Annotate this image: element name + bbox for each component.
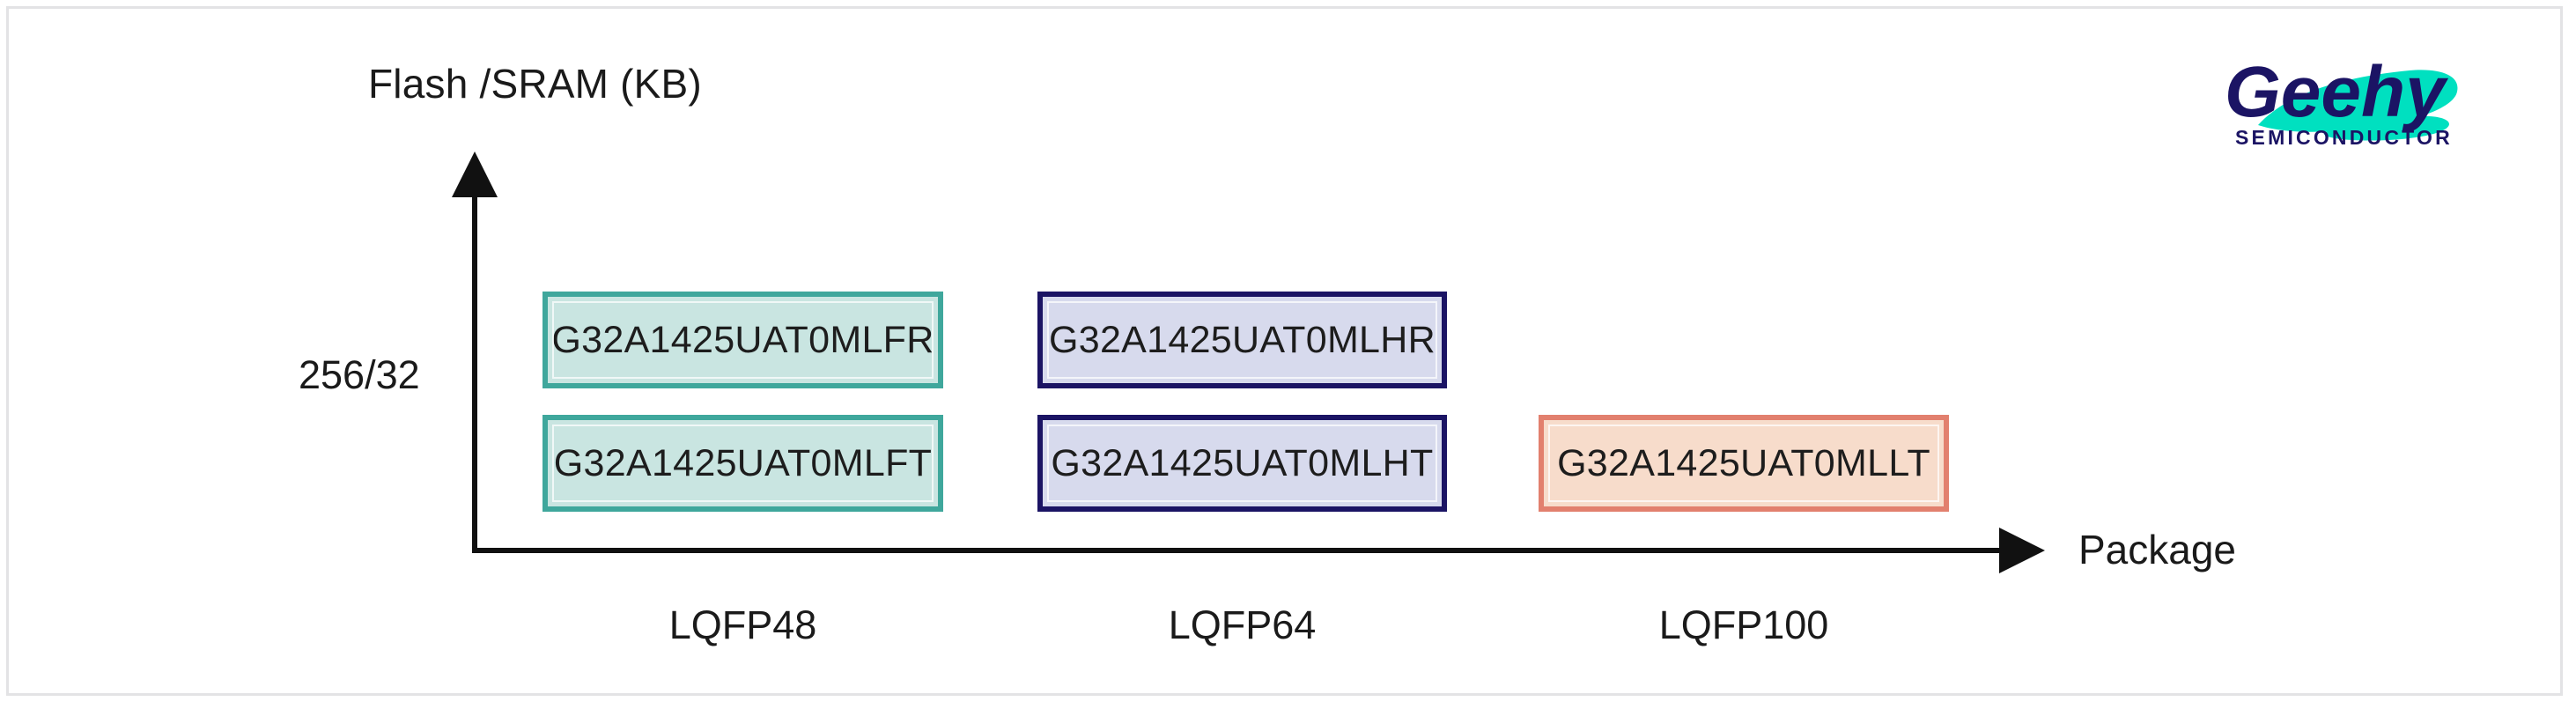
part-number-label: G32A1425UAT0MLHR (1049, 318, 1436, 361)
part-box-lqfp48-top[interactable]: G32A1425UAT0MLFR (543, 292, 943, 388)
y-axis-arrowhead-icon (452, 151, 498, 197)
part-box-lqfp64-top[interactable]: G32A1425UAT0MLHR (1037, 292, 1447, 388)
part-box-lqfp48-bottom[interactable]: G32A1425UAT0MLFT (543, 415, 943, 512)
y-axis-tick-label-256-32: 256/32 (299, 352, 420, 397)
part-number-label: G32A1425UAT0MLFT (553, 441, 933, 484)
part-number-label: G32A1425UAT0MLFR (551, 318, 934, 361)
x-axis-arrowhead-icon (1999, 528, 2045, 573)
part-number-label: G32A1425UAT0MLLT (1557, 441, 1930, 484)
x-axis-tick-label-lqfp100: LQFP100 (1658, 602, 1829, 647)
part-number-label: G32A1425UAT0MLHT (1051, 441, 1434, 484)
x-axis-title: Package (2078, 527, 2237, 572)
geehy-logo: Geehy SEMICONDUCTOR (2221, 41, 2494, 151)
part-box-lqfp100-bottom[interactable]: G32A1425UAT0MLLT (1539, 415, 1949, 512)
logo-wordmark-text: Geehy (2225, 52, 2449, 132)
y-axis-title: Flash /SRAM (KB) (368, 61, 702, 107)
y-axis-line (472, 189, 477, 553)
x-axis-tick-label-lqfp64: LQFP64 (1168, 602, 1317, 647)
logo-swoosh-icon (2258, 70, 2458, 141)
logo-tagline-text: SEMICONDUCTOR (2235, 126, 2453, 149)
x-axis-tick-label-lqfp48: LQFP48 (668, 602, 817, 647)
part-box-lqfp64-bottom[interactable]: G32A1425UAT0MLHT (1037, 415, 1447, 512)
x-axis-line (472, 548, 2004, 553)
